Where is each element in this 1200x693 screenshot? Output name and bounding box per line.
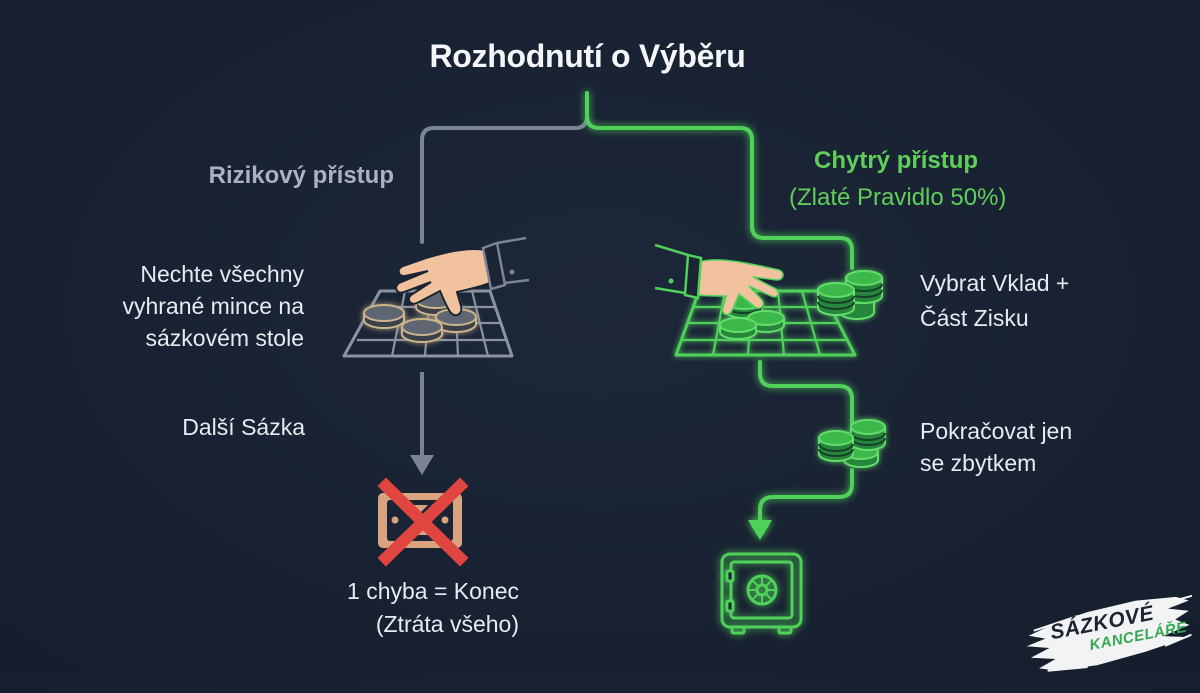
hand-icon — [395, 236, 530, 317]
smart-step-withdraw: Vybrat Vklad + Část Zisku — [920, 266, 1069, 336]
text-line: vyhrané mince na — [122, 293, 304, 319]
coin-stack-icon — [818, 419, 886, 468]
arrow-down-icon — [748, 520, 772, 540]
coin-stack-icon — [817, 270, 883, 320]
text-line: 1 chyba = Konec — [347, 578, 519, 604]
hand-icon — [654, 243, 784, 316]
crossed-money-icon — [377, 477, 469, 567]
text-line: Pokračovat jen — [920, 418, 1073, 444]
brand-logo: SÁZKOVÉ KANCELÁŘE — [1022, 594, 1200, 672]
risky-connector — [420, 114, 589, 244]
text-line: Vybrat Vklad + — [920, 270, 1070, 296]
risky-approach-heading: Rizikový přístup — [208, 162, 394, 189]
text-line: Část Zisku — [920, 305, 1029, 331]
arrow-down-icon — [410, 372, 434, 475]
flow-diagram — [342, 91, 886, 635]
brush-stroke-icon — [1026, 594, 1193, 672]
text-line: sázkovém stole — [145, 325, 304, 351]
text-line: Nechte všechny — [140, 261, 304, 287]
risky-step-leave-coins: Nechte všechny vyhrané mince na sázkovém… — [0, 258, 304, 354]
smart-step-continue: Pokračovat jen se zbytkem — [920, 415, 1072, 479]
text-line: (Ztráta všeho) — [375, 611, 519, 637]
risky-result: 1 chyba = Konec (Ztráta všeho) — [0, 575, 519, 641]
safe-icon — [720, 552, 803, 635]
smart-approach-subheading: (Zlaté Pravidlo 50%) — [789, 184, 1007, 211]
smart-connector-continue — [758, 360, 854, 524]
risky-step-next-bet: Další Sázka — [182, 414, 305, 440]
smart-approach-heading: Chytrý přístup — [814, 147, 979, 174]
text-line: se zbytkem — [920, 450, 1037, 476]
page-title: Rozhodnutí o Výběru — [429, 38, 746, 74]
smart-connector — [585, 91, 854, 270]
